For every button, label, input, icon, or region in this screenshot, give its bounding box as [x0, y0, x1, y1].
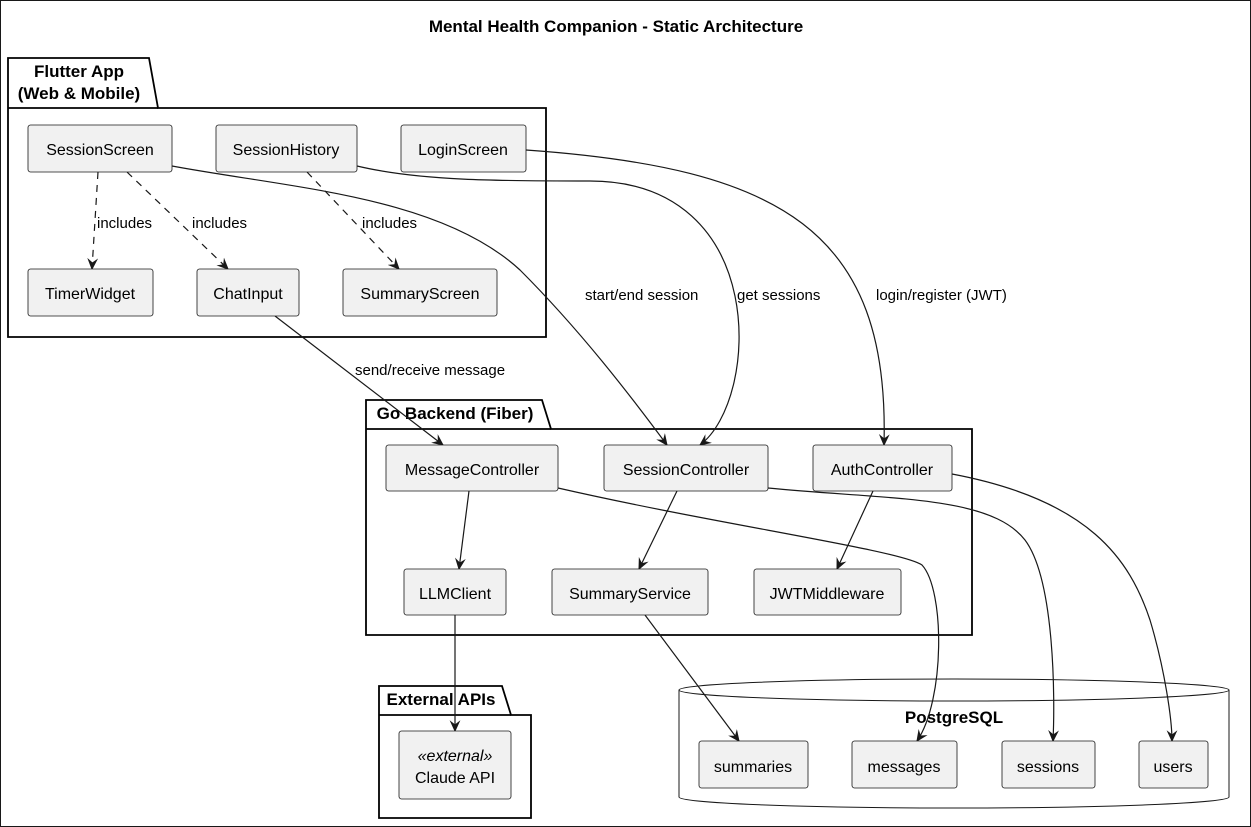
- node-table-sessions[interactable]: sessions: [1001, 740, 1096, 789]
- svg-text:JWTMiddleware: JWTMiddleware: [770, 586, 885, 603]
- edge-session-screen-to-timer-widget: [87, 171, 99, 271]
- edge-label-login-register: login/register (JWT): [876, 287, 1007, 304]
- edge-session-controller-to-sessions: [767, 487, 1059, 743]
- edge-label-get-sessions: get sessions: [737, 287, 820, 304]
- edge-message-controller-to-llm-client: [455, 490, 470, 571]
- node-claude-api-stereotype: «external»: [418, 748, 493, 765]
- package-flutter-label-line1: Flutter App: [34, 62, 124, 81]
- svg-text:messages: messages: [868, 759, 941, 776]
- svg-text:sessions: sessions: [1017, 759, 1079, 776]
- svg-text:Claude API: Claude API: [415, 770, 495, 787]
- node-jwt-middleware[interactable]: JWTMiddleware: [753, 568, 902, 616]
- svg-text:users: users: [1153, 759, 1192, 776]
- node-summary-service[interactable]: SummaryService: [551, 568, 709, 616]
- svg-text:summaries: summaries: [714, 759, 792, 776]
- node-chat-input[interactable]: ChatInput: [196, 268, 300, 317]
- edge-login-screen-to-auth-controller: [525, 149, 890, 447]
- edge-session-history-to-session-controller: [356, 165, 740, 446]
- edge-label-send-receive-message: send/receive message: [355, 362, 505, 379]
- svg-text:SummaryScreen: SummaryScreen: [360, 286, 479, 303]
- node-message-controller[interactable]: MessageController: [385, 444, 559, 492]
- node-session-controller[interactable]: SessionController: [603, 444, 769, 492]
- edge-session-screen-to-chat-input: [126, 171, 229, 270]
- node-summary-screen[interactable]: SummaryScreen: [342, 268, 498, 317]
- package-go-backend-label: Go Backend (Fiber): [377, 404, 534, 423]
- package-flutter-label-line2: (Web & Mobile): [18, 84, 140, 103]
- node-table-users[interactable]: users: [1138, 740, 1209, 789]
- edge-label-includes-3: includes: [362, 215, 417, 232]
- edge-chat-input-to-message-controller: [274, 315, 444, 446]
- svg-text:AuthController: AuthController: [831, 462, 934, 479]
- edge-label-start-end-session: start/end session: [585, 287, 698, 304]
- svg-text:LLMClient: LLMClient: [419, 586, 492, 603]
- database-postgresql-label: PostgreSQL: [905, 708, 1003, 727]
- svg-text:TimerWidget: TimerWidget: [45, 286, 136, 303]
- node-table-messages[interactable]: messages: [851, 740, 958, 789]
- node-login-screen[interactable]: LoginScreen: [400, 124, 527, 173]
- node-auth-controller[interactable]: AuthController: [812, 444, 953, 492]
- edge-summary-service-to-summaries: [644, 614, 740, 742]
- svg-text:LoginScreen: LoginScreen: [418, 142, 508, 159]
- edge-label-includes-1: includes: [97, 215, 152, 232]
- edge-label-includes-2: includes: [192, 215, 247, 232]
- node-session-history[interactable]: SessionHistory: [215, 124, 358, 173]
- edge-auth-controller-to-jwt-middleware: [836, 490, 874, 571]
- svg-text:SessionController: SessionController: [623, 462, 750, 479]
- svg-text:SessionHistory: SessionHistory: [233, 142, 340, 159]
- edge-message-controller-to-messages: [557, 487, 940, 742]
- edge-auth-controller-to-users: [951, 473, 1178, 743]
- edge-session-controller-to-summary-service: [638, 490, 678, 571]
- package-external-apis-label: External APIs: [387, 690, 496, 709]
- svg-text:SummaryService: SummaryService: [569, 586, 691, 603]
- node-session-screen[interactable]: SessionScreen: [27, 124, 173, 173]
- node-llm-client[interactable]: LLMClient: [403, 568, 507, 616]
- svg-text:SessionScreen: SessionScreen: [46, 142, 154, 159]
- edge-session-history-to-summary-screen: [306, 171, 400, 270]
- edge-session-screen-to-session-controller: [171, 165, 668, 446]
- node-timer-widget[interactable]: TimerWidget: [27, 268, 154, 317]
- svg-text:MessageController: MessageController: [405, 462, 540, 479]
- svg-text:ChatInput: ChatInput: [213, 286, 283, 303]
- diagram-title: Mental Health Companion - Static Archite…: [429, 17, 803, 36]
- node-claude-api[interactable]: «external» Claude API: [398, 730, 512, 800]
- node-table-summaries[interactable]: summaries: [698, 740, 809, 789]
